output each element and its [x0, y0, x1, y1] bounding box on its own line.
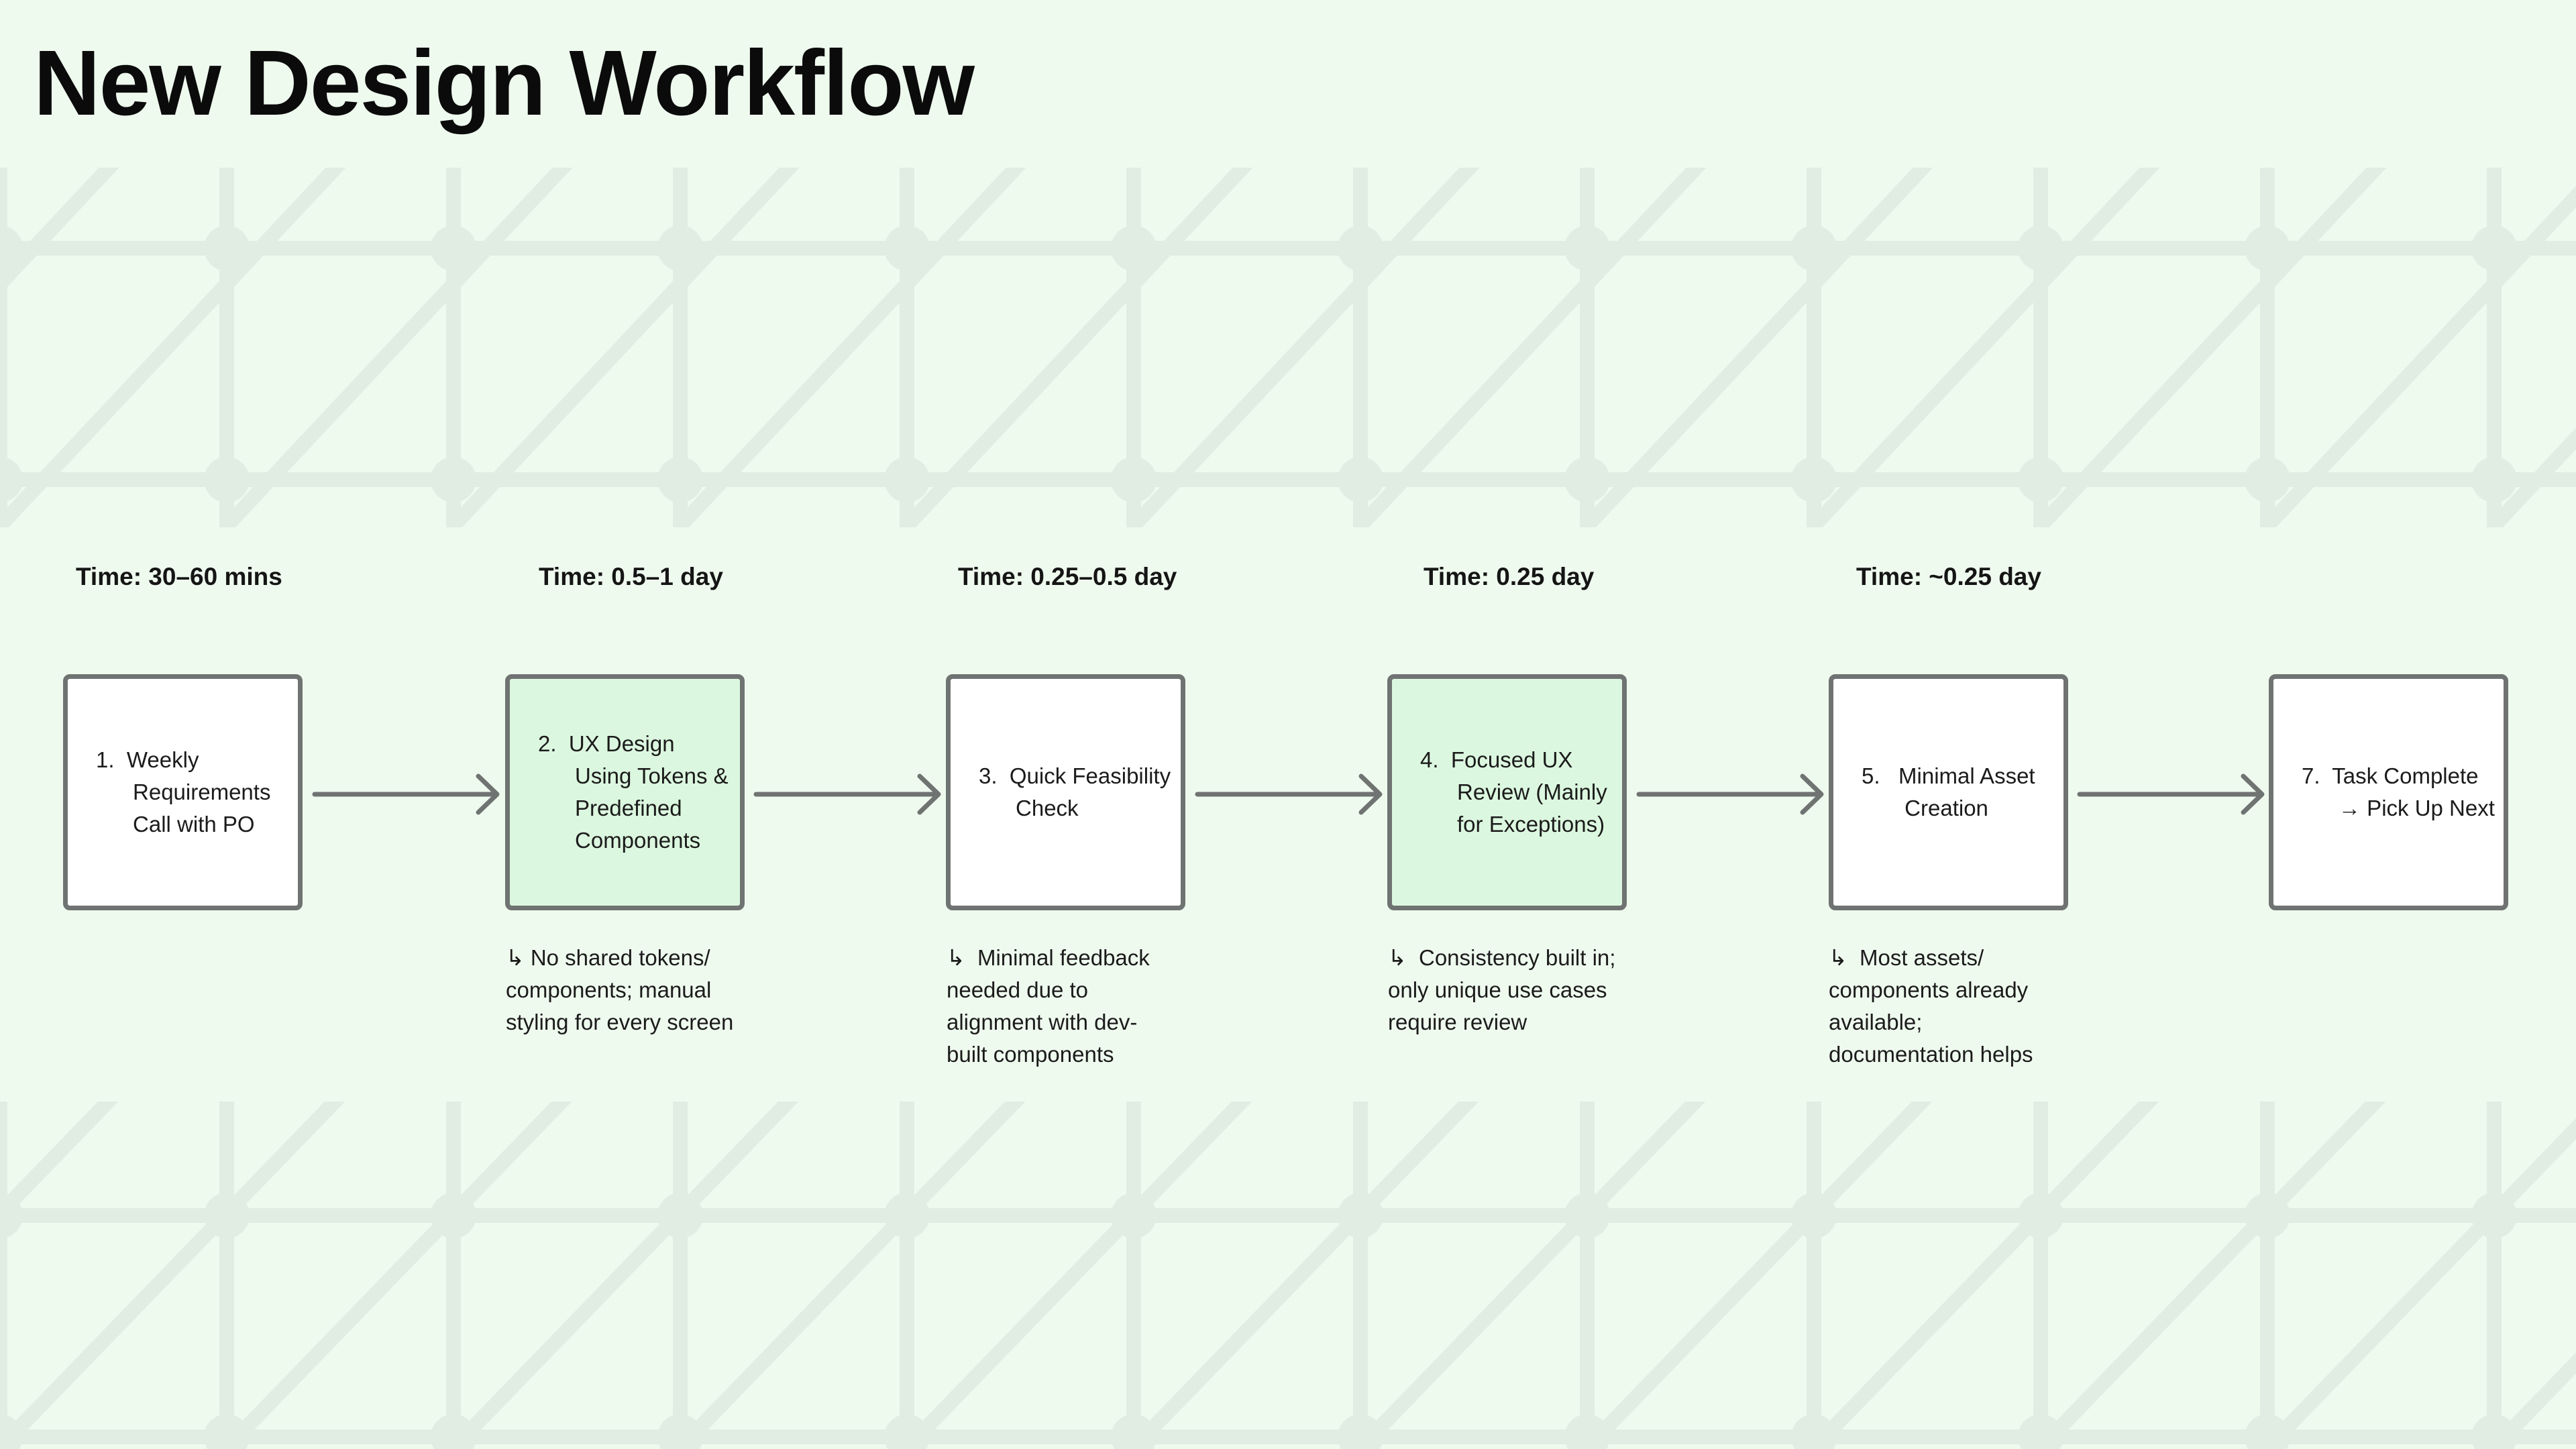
step-2-label: 2. UX Design Using Tokens & Predefined C… [538, 731, 729, 853]
step-4-label: 4. Focused UX Review (Mainly for Excepti… [1420, 747, 1607, 837]
step-3-box[interactable]: 3. Quick Feasibility Check [946, 674, 1185, 910]
step-3-time: Time: 0.25–0.5 day [958, 563, 1177, 590]
arrow-right-icon [312, 773, 500, 815]
step-5-note: ↳ Most assets/ components already availa… [1829, 945, 2033, 1067]
step-7-box[interactable]: 7. Task Complete → Pick Up Next [2269, 674, 2508, 910]
step-3-label: 3. Quick Feasibility Check [979, 763, 1171, 820]
step-4-note: ↳ Consistency built in; only unique use … [1388, 945, 1616, 1034]
arrow-right-icon [1636, 773, 1824, 815]
step-7-label: 7. Task Complete → Pick Up Next [2302, 763, 2495, 820]
arrow-right-icon [1195, 773, 1383, 815]
step-1-label: 1. Weekly Requirements Call with PO [96, 747, 271, 837]
page-title: New Design Workflow [34, 32, 975, 135]
step-5-time: Time: ~0.25 day [1856, 563, 2041, 590]
step-5-box[interactable]: 5. Minimal Asset Creation [1829, 674, 2068, 910]
step-4-time: Time: 0.25 day [1424, 563, 1595, 590]
step-1-time: Time: 30–60 mins [76, 563, 282, 590]
background-grid-pattern-top [0, 168, 2576, 527]
arrow-right-icon [753, 773, 941, 815]
step-1-box[interactable]: 1. Weekly Requirements Call with PO [63, 674, 303, 910]
arrow-right-icon [2077, 773, 2265, 815]
background-grid-pattern-bottom [0, 1102, 2576, 1449]
step-4-box[interactable]: 4. Focused UX Review (Mainly for Excepti… [1387, 674, 1627, 910]
step-2-note: ↳ No shared tokens/ components; manual s… [506, 945, 734, 1034]
step-2-time: Time: 0.5–1 day [539, 563, 723, 590]
step-5-label: 5. Minimal Asset Creation [1862, 763, 2035, 820]
step-3-note: ↳ Minimal feedback needed due to alignme… [947, 945, 1150, 1067]
step-2-box[interactable]: 2. UX Design Using Tokens & Predefined C… [505, 674, 745, 910]
